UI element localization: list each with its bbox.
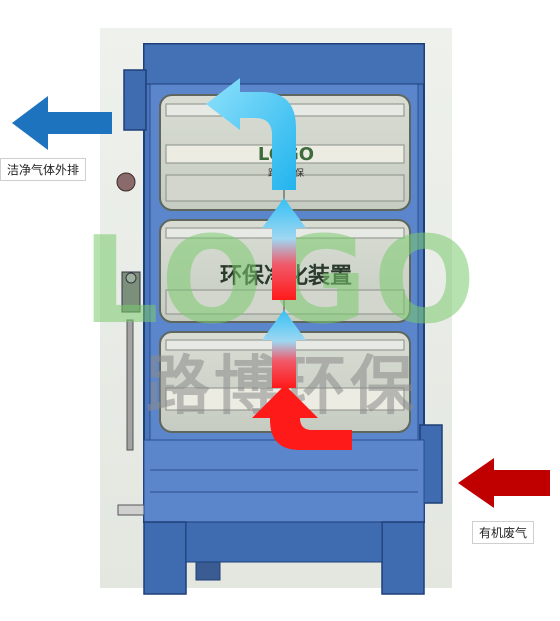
airflow-arrows: [206, 78, 352, 450]
waste-gas-inlet-arrow: [458, 458, 550, 508]
right-leg: [381, 521, 425, 595]
outlet-flange: [123, 69, 147, 131]
exit-flow-arrow: [206, 78, 296, 190]
exhaust-label: 洁净气体外排: [0, 158, 87, 181]
gauge-assembly: [121, 271, 141, 313]
rising-flow-arrow-1: [262, 310, 306, 388]
rising-flow-arrow-2: [262, 198, 306, 300]
drain-pipe: [126, 319, 134, 451]
clean-air-exhaust-arrow: [12, 96, 112, 150]
left-leg: [143, 521, 187, 595]
inlet-flow-arrow: [252, 385, 352, 450]
valve-top: [116, 172, 136, 192]
inlet-label: 有机废气: [472, 521, 535, 544]
